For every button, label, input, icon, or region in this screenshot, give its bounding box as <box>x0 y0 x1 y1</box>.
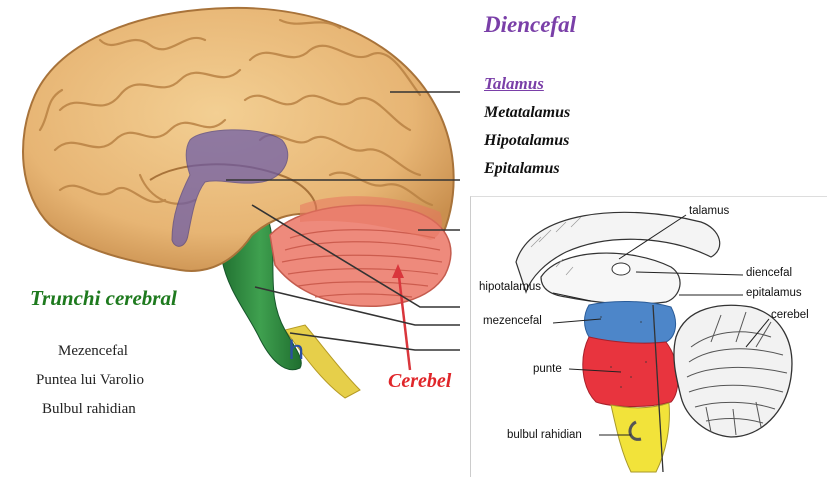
schematic-label-cerebel: cerebel <box>771 309 809 321</box>
schematic-cerebellum <box>673 304 793 438</box>
schematic-label-epitalamus: epitalamus <box>746 287 802 299</box>
schematic-label-hipotalamus: hipotalamus <box>479 281 542 293</box>
trunchi-cerebral-title: Trunchi cerebral <box>30 286 177 310</box>
thalamus-shape <box>171 129 289 247</box>
image-letter: h <box>288 336 305 366</box>
schematic-label-diencefal: diencefal <box>746 267 793 279</box>
diencefal-title: Diencefal <box>484 12 576 37</box>
leader-lines <box>226 91 460 351</box>
schematic-label-mezencefal: mezencefal <box>483 315 542 327</box>
metatalamus-label: Metatalamus <box>484 104 571 121</box>
mezencefal-label: Mezencefal <box>58 343 128 359</box>
schematic-diagram <box>515 211 793 473</box>
mezencefal-region <box>584 301 677 344</box>
epitalamus-label: Epitalamus <box>484 160 560 177</box>
cerebel-title: Cerebel <box>388 370 452 392</box>
hipotalamus-label: Hipotalamus <box>484 132 570 149</box>
medulla-shape <box>284 324 361 399</box>
schematic-label-talamus: talamus <box>689 205 730 217</box>
schematic-label-bulbul: bulbul rahidian <box>507 429 582 441</box>
puntea-label: Puntea lui Varolio <box>36 372 145 388</box>
cerebel-pointer <box>396 267 412 371</box>
hatching <box>530 216 582 276</box>
talamus-link[interactable]: Talamus <box>484 74 544 93</box>
cerebel-pointer-head <box>392 264 404 278</box>
punte-region <box>582 336 679 408</box>
bulbul-label: Bulbul rahidian <box>42 401 136 417</box>
schematic-pointers <box>552 214 770 436</box>
occipital-overlay <box>300 196 442 240</box>
bulbul-region <box>610 402 670 473</box>
thalamus-oval <box>611 262 631 276</box>
schematic-panel: talamus diencefal epitalamus hipotalamus… <box>470 196 827 477</box>
diencephalon-shape <box>540 252 681 305</box>
corpus-callosum <box>515 211 721 294</box>
schematic-label-punte: punte <box>533 363 562 375</box>
brain-illustration <box>22 6 460 399</box>
